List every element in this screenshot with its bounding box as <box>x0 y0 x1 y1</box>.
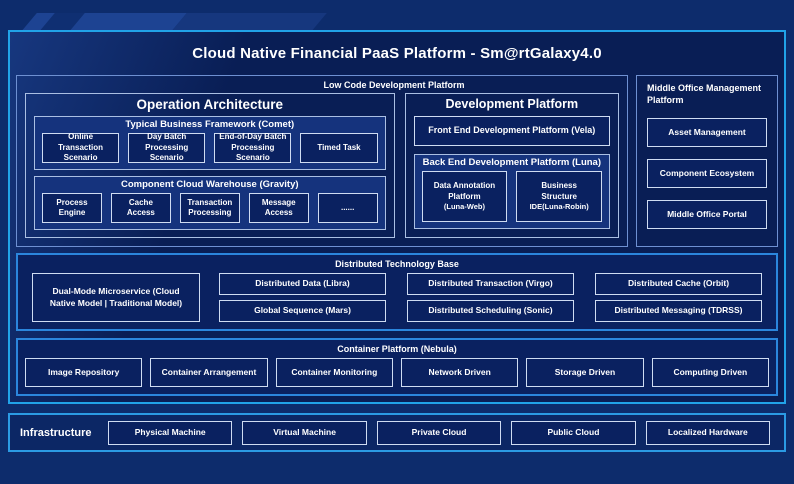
infrastructure-item: Virtual Machine <box>242 420 367 445</box>
development-platform-box: Development Platform Front End Developme… <box>404 93 619 238</box>
distributed-item: Global Sequence (Mars) <box>219 300 386 322</box>
dual-mode-microservice: Dual-Mode Microservice (Cloud Native Mod… <box>32 273 200 322</box>
low-code-label: Low Code Development Platform <box>323 80 465 90</box>
infrastructure-label: Infrastructure <box>20 426 92 439</box>
infrastructure-item: Public Cloud <box>511 420 636 445</box>
development-platform-title: Development Platform <box>445 97 579 111</box>
leaf-line: (Luna-Web) <box>443 202 485 212</box>
container-platform-item: Container Monitoring <box>275 358 393 387</box>
section-low-code-development-platform: Low Code Development Platform Operation … <box>16 75 628 247</box>
distributed-item: Distributed Cache (Orbit) <box>595 273 762 295</box>
data-annotation-platform: Data Annotation Platform (Luna-Web) <box>421 171 508 222</box>
container-platform-item: Image Repository <box>25 358 143 387</box>
distributed-item: Distributed Transaction (Virgo) <box>407 273 574 295</box>
section-middle-office-management-platform: Middle Office Management Platform Asset … <box>636 75 778 247</box>
distributed-grid: Distributed Data (Libra) Distributed Tra… <box>219 273 762 322</box>
comet-item: End-of-Day Batch Processing Scenario <box>214 132 292 163</box>
gravity-item: Transaction Processing <box>179 193 240 223</box>
operation-architecture-box: Operation Architecture Typical Business … <box>25 93 395 238</box>
component-cloud-warehouse-group: Component Cloud Warehouse (Gravity) Proc… <box>34 176 386 230</box>
distributed-item: Distributed Messaging (TDRSS) <box>595 300 762 322</box>
gravity-group-label: Component Cloud Warehouse (Gravity) <box>121 179 299 190</box>
back-end-development-platform-group: Back End Development Platform (Luna) Dat… <box>413 154 610 229</box>
container-platform-item: Network Driven <box>400 358 519 387</box>
page-title: Cloud Native Financial PaaS Platform - S… <box>192 45 602 62</box>
luna-items-row: Data Annotation Platform (Luna-Web) Busi… <box>421 171 603 222</box>
luna-group-label: Back End Development Platform (Luna) <box>422 157 601 168</box>
section-container-platform: Container Platform (Nebula) Image Reposi… <box>16 338 778 396</box>
gravity-item: Cache Access <box>110 193 171 223</box>
container-platform-item: Container Arrangement <box>150 358 268 387</box>
leaf-line: Structure <box>541 191 577 201</box>
section-distributed-technology-base: Distributed Technology Base Dual-Mode Mi… <box>16 253 778 331</box>
gravity-items-row: Process Engine Cache Access Transaction … <box>42 193 378 223</box>
front-end-development-platform: Front End Development Platform (Vela) <box>413 116 610 146</box>
gravity-item: Message Access <box>248 193 309 223</box>
leaf-line: Business <box>541 181 577 191</box>
container-platform-item: Storage Driven <box>526 358 644 387</box>
comet-item: Day Batch Processing Scenario <box>128 132 206 163</box>
operation-architecture-title: Operation Architecture <box>136 97 284 112</box>
gravity-item: Process Engine <box>42 193 102 223</box>
leaf-line: Data Annotation <box>433 181 496 191</box>
section-infrastructure: Infrastructure Physical Machine Virtual … <box>8 413 786 452</box>
leaf-line: Platform <box>448 191 481 201</box>
container-platform-label: Container Platform (Nebula) <box>337 344 457 354</box>
typical-business-framework-group: Typical Business Framework (Comet) Onlin… <box>34 116 386 170</box>
middle-office-item-asset-management: Asset Management <box>647 118 767 148</box>
distributed-item: Distributed Scheduling (Sonic) <box>407 300 574 322</box>
infrastructure-item: Physical Machine <box>108 420 233 445</box>
comet-items-row: Online Transaction Scenario Day Batch Pr… <box>42 132 378 163</box>
comet-item: Timed Task <box>300 133 378 163</box>
top-row: Low Code Development Platform Operation … <box>16 75 778 247</box>
infrastructure-item: Private Cloud <box>376 420 502 445</box>
leaf-line: IDE(Luna-Robin) <box>529 202 589 212</box>
container-platform-row: Image Repository Container Arrangement C… <box>25 358 769 387</box>
container-platform-item: Computing Driven <box>651 358 769 387</box>
middle-office-item-middle-office-portal: Middle Office Portal <box>647 200 767 230</box>
middle-office-item-component-ecosystem: Component Ecosystem <box>647 159 767 189</box>
comet-group-label: Typical Business Framework (Comet) <box>125 119 295 130</box>
platform-panel: Cloud Native Financial PaaS Platform - S… <box>8 30 786 404</box>
distributed-item: Distributed Data (Libra) <box>219 273 386 295</box>
business-structure-ide: Business Structure IDE(Luna-Robin) <box>516 171 603 222</box>
low-code-columns: Operation Architecture Typical Business … <box>25 93 619 238</box>
infrastructure-item: Localized Hardware <box>645 420 771 445</box>
middle-office-label: Middle Office Management Platform <box>647 83 762 106</box>
comet-item: Online Transaction Scenario <box>42 132 120 163</box>
gravity-item-ellipsis: ...... <box>317 193 378 223</box>
distributed-label: Distributed Technology Base <box>335 259 459 269</box>
distributed-content: Dual-Mode Microservice (Cloud Native Mod… <box>32 273 762 322</box>
